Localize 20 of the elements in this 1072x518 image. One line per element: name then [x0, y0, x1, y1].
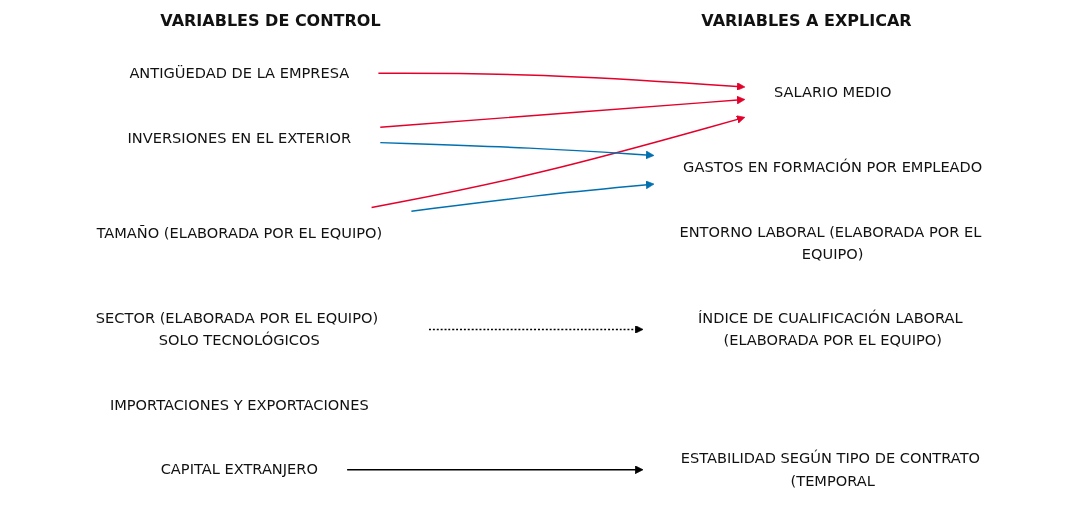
- arrow: [370, 115, 746, 209]
- column-heading: VARIABLES DE CONTROL: [160, 10, 381, 30]
- node-text: ENTORNO LABORAL (ELABORADA POR EL EQUIPO): [679, 222, 982, 263]
- arrow: [377, 72, 746, 91]
- arrow: [379, 141, 655, 160]
- arrow: [379, 95, 746, 128]
- node-text: IMPORTACIONES Y EXPORTACIONES: [109, 396, 369, 414]
- arrow: [428, 325, 644, 334]
- node-text: SALARIO MEDIO: [774, 83, 892, 102]
- node-text: ANTIGÜEDAD DE LA EMPRESA: [129, 64, 350, 82]
- node-text: ÍNDICE DE CUALIFICACIÓN LABORAL (ELABORADA POR EL EQUIPO): [698, 309, 963, 349]
- node-text: SECTOR (ELABORADA POR EL EQUIPO) SOLO TECNOLÓGICOS: [95, 309, 379, 349]
- node-text: CAPITAL EXTRANJERO: [160, 460, 318, 479]
- column-heading: VARIABLES A EXPLICAR: [701, 10, 912, 30]
- arrow: [410, 180, 655, 212]
- node-text: INVERSIONES EN EL EXTERIOR: [127, 129, 352, 147]
- node-text: ESTABILIDAD SEGÚN TIPO DE CONTRATO (TEMPORAL: [680, 449, 981, 490]
- node-text: TAMAÑO (ELABORADA POR EL EQUIPO): [96, 224, 383, 242]
- node-text: GASTOS EN FORMACIÓN POR EMPLEADO: [683, 158, 983, 176]
- arrow: [346, 465, 644, 474]
